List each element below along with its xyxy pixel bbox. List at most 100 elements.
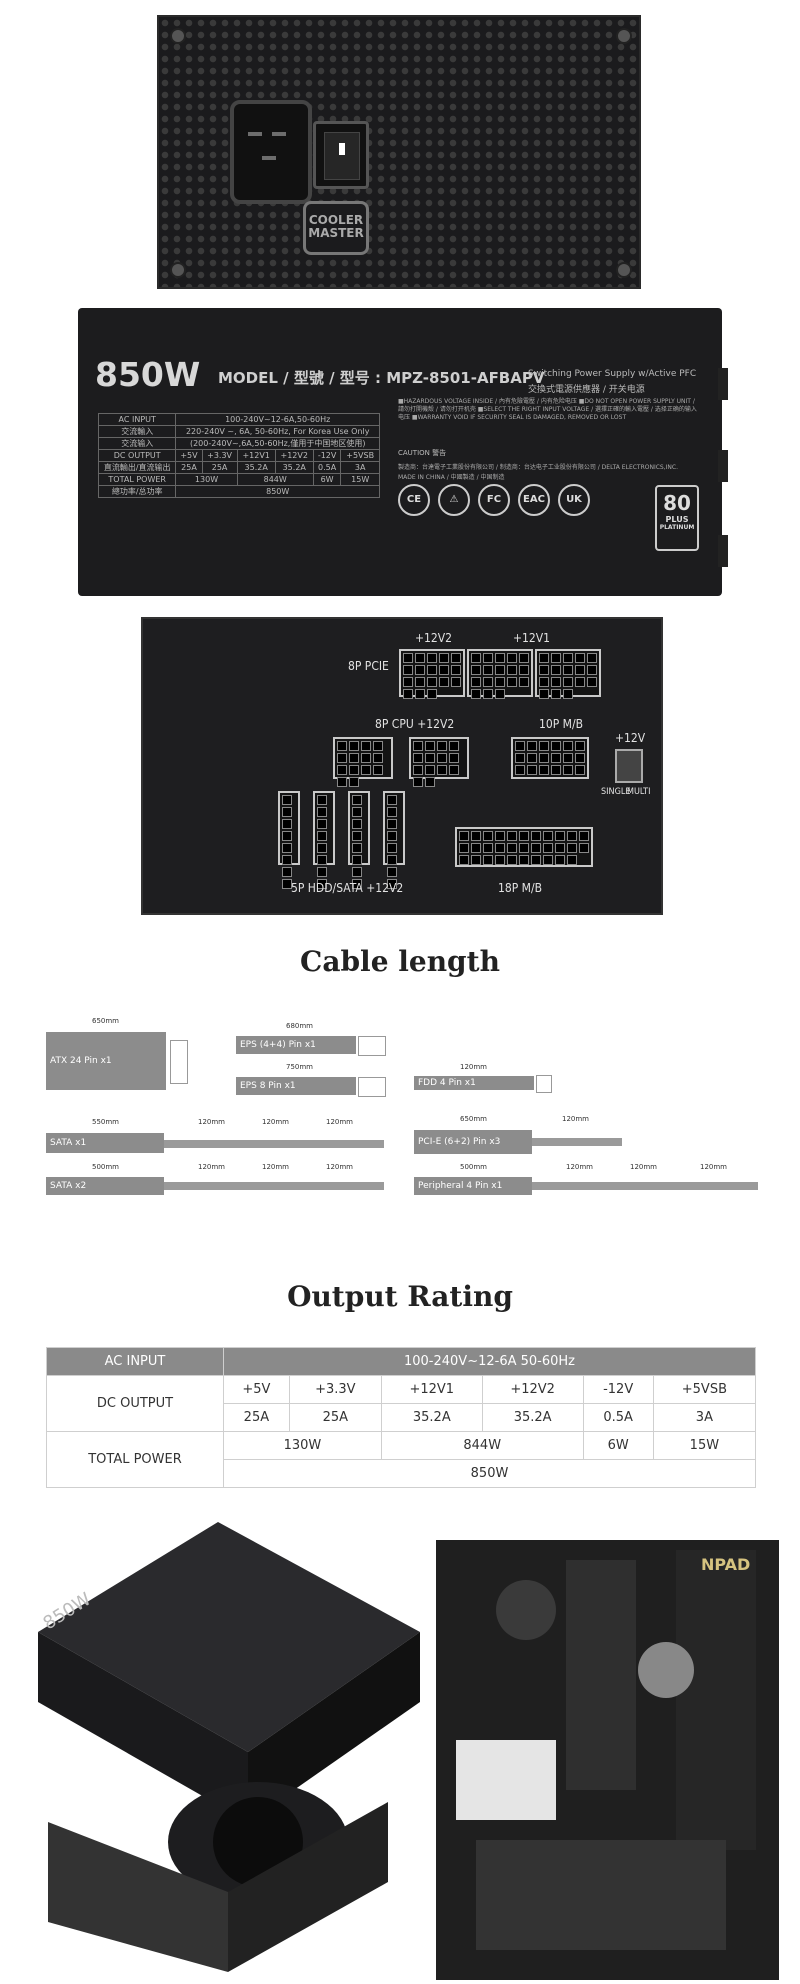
- connector-pin: [471, 665, 481, 675]
- connector-pin: [459, 831, 469, 841]
- connector-pin: [413, 765, 423, 775]
- connector-pin: [519, 665, 529, 675]
- sata-connector[interactable]: [383, 791, 405, 889]
- connector-pin: [427, 653, 437, 663]
- connector-pin: [507, 831, 517, 841]
- connector-pin: [451, 653, 461, 663]
- connector-pin: [282, 879, 292, 889]
- connector-pin: [427, 665, 437, 675]
- connector-pin: [337, 777, 347, 787]
- amps: 25A: [223, 1403, 290, 1432]
- connector-pin: [471, 677, 481, 687]
- model-number: MODEL / 型號 / 型号 : MPZ-8501-AFBAPV: [218, 369, 545, 387]
- cable-pcie: PCI-E (6+2) Pin x3: [414, 1130, 532, 1154]
- connector-pin: [337, 753, 347, 763]
- connector-pin: [349, 753, 359, 763]
- connector-pin: [519, 653, 529, 663]
- total-part: 6W: [582, 1431, 654, 1460]
- connector-pin: [373, 765, 383, 775]
- connector-pin: [317, 855, 327, 865]
- connector-pin: [483, 689, 493, 699]
- connector-pin: [387, 831, 397, 841]
- connector-pin: [282, 807, 292, 817]
- modular-cable-panel: +12V2 +12V1 8P PCIE 8P CPU +12V2 10P M/B…: [141, 617, 663, 915]
- connector-pin: [555, 855, 565, 865]
- connector-pin: [349, 765, 359, 775]
- connector-pin: [337, 765, 347, 775]
- screw: [616, 28, 632, 44]
- connector-pin: [352, 819, 362, 829]
- connector-pin: [439, 653, 449, 663]
- power-switch[interactable]: [313, 121, 369, 189]
- cable-length: 120mm: [198, 1118, 225, 1126]
- watermark: NPAD: [701, 1555, 750, 1574]
- connector-pin: [361, 765, 371, 775]
- connector-pin: [439, 665, 449, 675]
- connector-pin: [567, 855, 577, 865]
- mb-18p-connector[interactable]: [455, 827, 593, 867]
- connector-pin: [495, 653, 505, 663]
- connector-pin: [531, 843, 541, 853]
- connector-pin: [471, 831, 481, 841]
- connector-pin: [317, 867, 327, 877]
- caution-label: CAUTION 警告: [398, 449, 447, 457]
- cable-fdd4: FDD 4 Pin x1: [414, 1076, 534, 1090]
- connector-pin: [425, 753, 435, 763]
- pcie-connector[interactable]: [399, 649, 465, 699]
- connector-pin: [352, 855, 362, 865]
- label-single: SINGLE: [601, 787, 631, 797]
- cpu-connector[interactable]: [333, 737, 393, 787]
- connector-pin: [373, 741, 383, 751]
- connector-pin: [449, 741, 459, 751]
- output-rating-title: Output Rating: [287, 1280, 513, 1313]
- sata-connector[interactable]: [278, 791, 300, 889]
- mb-10p-connector[interactable]: [511, 737, 589, 779]
- cable-segment: [164, 1140, 384, 1148]
- connector-pin: [413, 753, 423, 763]
- connector-pin: [531, 855, 541, 865]
- rail: +12V1: [380, 1375, 483, 1404]
- cable-length: 120mm: [198, 1163, 225, 1171]
- rail-mode-switch[interactable]: [615, 749, 643, 783]
- rail: +12V2: [481, 1375, 584, 1404]
- connector-pin: [575, 653, 585, 663]
- cpu-connector[interactable]: [409, 737, 469, 787]
- sata-connector[interactable]: [313, 791, 335, 889]
- sata-connector[interactable]: [348, 791, 370, 889]
- cable-segment: [532, 1182, 758, 1190]
- logo-line2: MASTER: [308, 226, 364, 240]
- connector-pin: [317, 879, 327, 889]
- cable-peripheral: Peripheral 4 Pin x1: [414, 1177, 532, 1195]
- ac-input-value: 100-240V~12-6A 50-60Hz: [223, 1347, 756, 1376]
- connector-pin: [567, 831, 577, 841]
- cable-length: 120mm: [460, 1063, 487, 1071]
- side-tab: [718, 368, 728, 400]
- total-power-label: TOTAL POWER: [46, 1431, 224, 1488]
- connector-pin: [507, 665, 517, 675]
- connector-pin: [352, 795, 362, 805]
- connector-pin: [495, 831, 505, 841]
- connector-pin: [551, 677, 561, 687]
- connector-pin: [413, 741, 423, 751]
- connector-pin: [563, 765, 573, 775]
- connector-icon: [358, 1077, 386, 1097]
- pcie-connector[interactable]: [535, 649, 601, 699]
- cable-eps8: EPS 8 Pin x1: [236, 1077, 356, 1095]
- connector-pin: [403, 665, 413, 675]
- connector-pin: [579, 831, 589, 841]
- pcie-connector[interactable]: [467, 649, 533, 699]
- amps: 35.2A: [380, 1403, 483, 1432]
- label-multi: MULTI: [627, 787, 651, 797]
- connector-pin: [539, 653, 549, 663]
- connector-pin: [539, 677, 549, 687]
- connector-pin: [317, 819, 327, 829]
- connector-pin: [349, 741, 359, 751]
- amps: 3A: [652, 1403, 757, 1432]
- connector-pin: [427, 677, 437, 687]
- connector-pin: [555, 843, 565, 853]
- psu-exploded-photo: 850W: [38, 1522, 420, 1972]
- psu-internal-photo: NPAD: [436, 1540, 779, 1980]
- connector-pin: [403, 689, 413, 699]
- connector-pin: [587, 665, 597, 675]
- connector-pin: [563, 689, 573, 699]
